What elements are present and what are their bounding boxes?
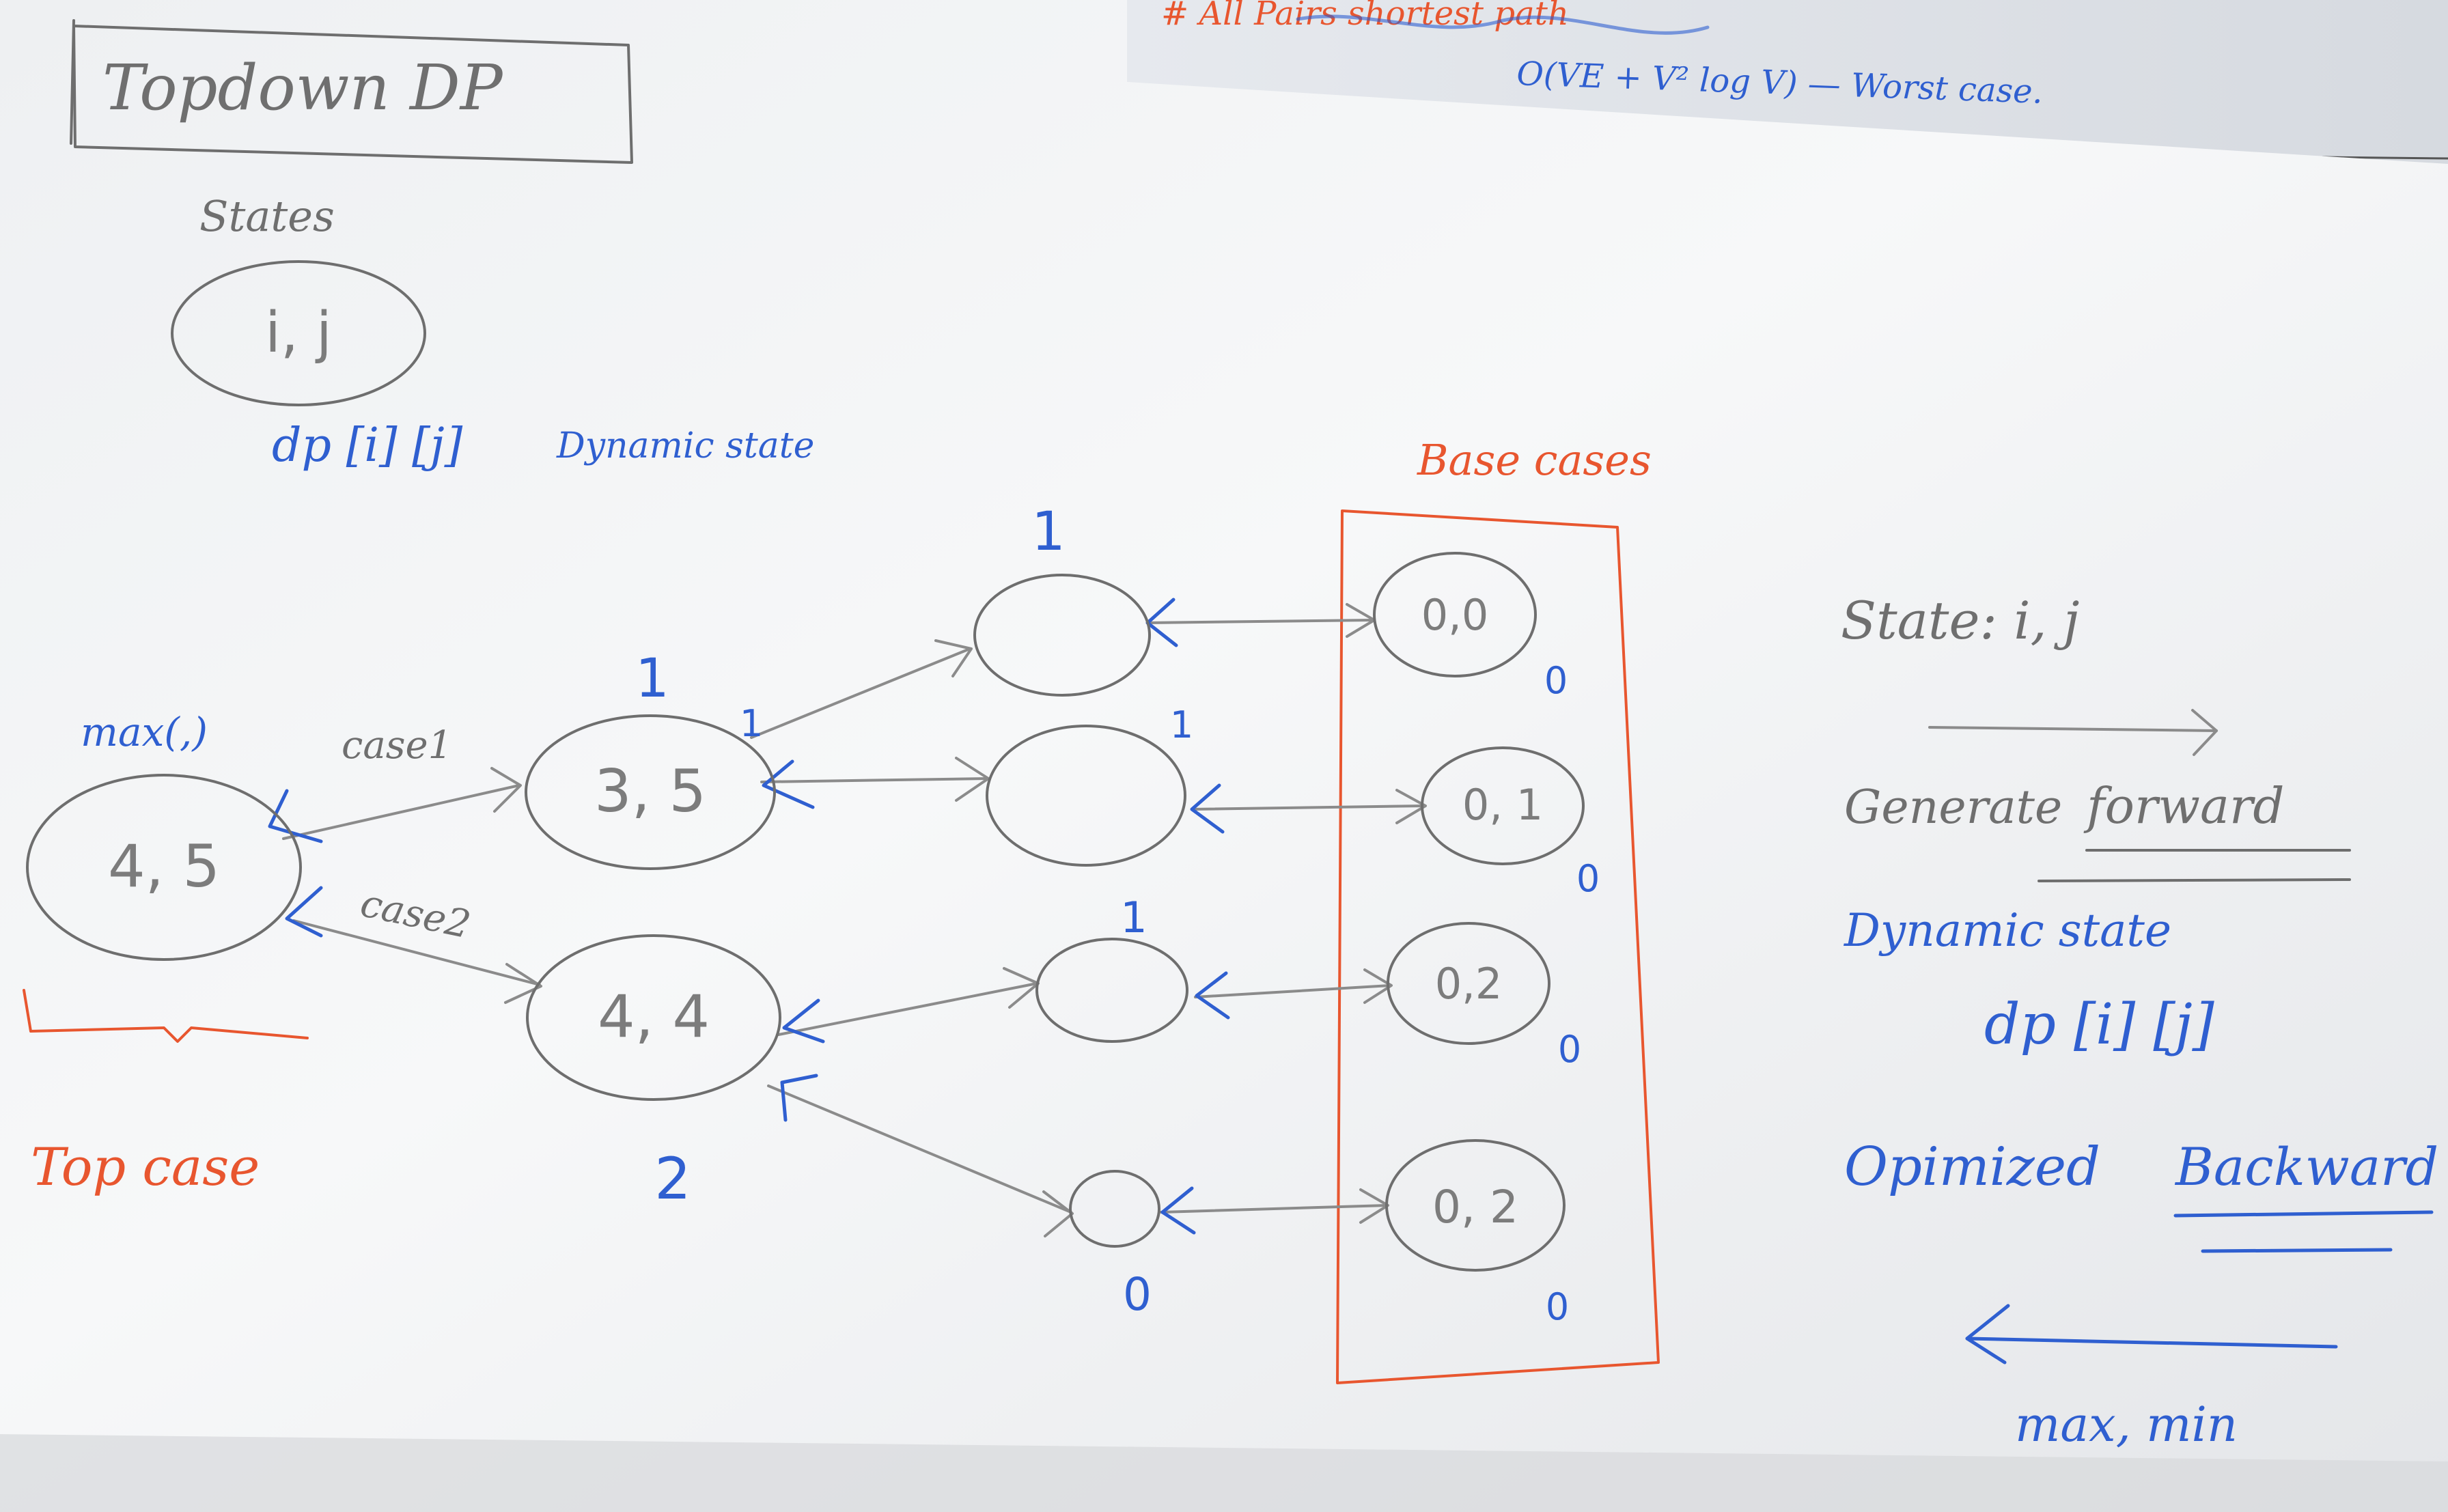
dynamic-state-label: Dynamic state <box>556 425 814 466</box>
base-node-0-1-label: 0, 1 <box>1462 780 1543 830</box>
node-mid-3 <box>1035 938 1188 1043</box>
node-mid-1 <box>973 574 1151 697</box>
right-generate-label: Generate <box>1844 781 2062 835</box>
page-title: Topdown DP <box>102 51 504 124</box>
base-node-0-1: 0, 1 <box>1421 746 1585 865</box>
right-forward-label: forward <box>2083 777 2284 835</box>
base-cases-label: Base cases <box>1417 435 1652 485</box>
right-dynamic-state-label: Dynamic state <box>1844 904 2171 957</box>
base-cases-box <box>1336 509 1660 1384</box>
right-notes: State: i, j Generate forward Dynamic sta… <box>1841 590 2438 1453</box>
right-optimized-label: Opimized <box>1844 1136 2100 1198</box>
value-node-mid-4: 0 <box>1123 1268 1152 1321</box>
value-base-0-2a: 0 <box>1558 1028 1581 1071</box>
right-state-label: State: i, j <box>1841 590 2079 651</box>
node-mid-2 <box>986 725 1186 867</box>
value-base-0-2b: 0 <box>1546 1285 1569 1328</box>
base-node-0-2a: 0,2 <box>1387 922 1550 1045</box>
backward-arrowheads <box>268 598 1230 1235</box>
value-base-0-0: 0 <box>1544 659 1568 702</box>
value-node-4-4: 2 <box>654 1145 691 1212</box>
title-box: Topdown DP <box>70 19 633 164</box>
max-label: max(,) <box>81 709 208 755</box>
dp-expr: dp [i] [j] <box>272 419 463 473</box>
states-node-label: i, j <box>265 300 332 365</box>
top-case-brace <box>23 989 309 1043</box>
node-4-5: 4, 5 <box>26 774 302 961</box>
node-4-4-label: 4, 4 <box>598 983 710 1051</box>
node-mid-4 <box>1069 1170 1160 1248</box>
value-node-mid-1: 1 <box>1031 501 1066 563</box>
value-base-0-1: 0 <box>1576 857 1600 900</box>
node-3-5-label: 3, 5 <box>594 757 706 826</box>
right-dp-expr: dp [i] [j] <box>1984 992 2215 1057</box>
right-backward-label: Backward <box>2174 1136 2438 1197</box>
background-red-note: # All Pairs shortest path <box>1161 0 1569 33</box>
value-node-mid-2: 1 <box>1170 703 1193 746</box>
base-node-0-2b: 0, 2 <box>1385 1139 1566 1272</box>
base-node-0-2b-label: 0, 2 <box>1432 1181 1518 1233</box>
base-node-0-2a-label: 0,2 <box>1435 959 1503 1009</box>
states-label: States <box>199 191 335 241</box>
base-node-0-0: 0,0 <box>1373 552 1537 677</box>
node-4-4: 4, 4 <box>526 934 781 1101</box>
right-max-min-label: max, min <box>2015 1397 2238 1453</box>
top-case-label: Top case <box>31 1136 260 1197</box>
node-4-5-label: 4, 5 <box>108 832 220 901</box>
graph-edges <box>282 603 1427 1237</box>
node-3-5: 3, 5 <box>525 714 776 870</box>
case1-label: case1 <box>342 723 452 768</box>
value-node-3-5-edge: 1 <box>740 702 763 745</box>
base-node-0-0-label: 0,0 <box>1421 590 1489 640</box>
value-node-mid-3: 1 <box>1120 893 1147 942</box>
value-node-3-5: 1 <box>635 648 669 710</box>
states-node <box>171 260 426 406</box>
